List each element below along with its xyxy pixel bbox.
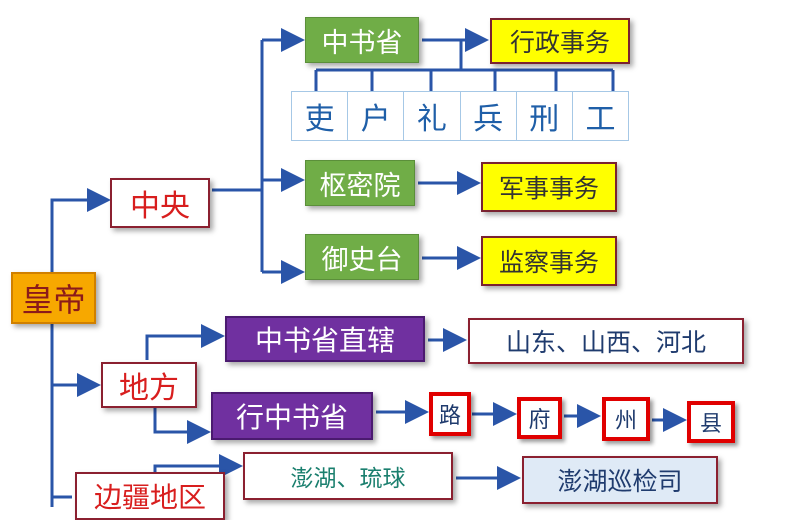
direct-regions-box: 山东、山西、河北 [468, 318, 744, 364]
supervision-affairs-box: 监察事务 [481, 236, 617, 286]
level-xian-box: 县 [687, 401, 735, 443]
direct-rule-box: 中书省直辖 [225, 316, 425, 362]
ministry-cell: 户 [348, 92, 405, 140]
local-box: 地方 [101, 362, 197, 408]
level-zhou-box: 州 [602, 397, 650, 441]
ministry-cell: 吏 [292, 92, 349, 140]
zhongshu-box: 中书省 [305, 17, 419, 63]
frontier-box: 边疆地区 [75, 472, 225, 520]
ministry-cell: 礼 [404, 92, 461, 140]
yushi-box: 御史台 [305, 234, 419, 280]
xing-zhongshu-box: 行中书省 [211, 392, 373, 440]
six-ministries-row: 吏 户 礼 兵 刑 工 [291, 91, 629, 141]
shumi-box: 枢密院 [305, 160, 415, 206]
level-lu-box: 路 [429, 392, 471, 436]
ministry-cell: 兵 [460, 92, 517, 140]
penghu-patrol-office-box: 澎湖巡检司 [522, 456, 718, 504]
level-fu-box: 府 [517, 397, 562, 439]
central-box: 中央 [110, 178, 210, 228]
military-affairs-box: 军事事务 [481, 162, 617, 212]
penghu-liuqiu-box: 澎湖、琉球 [243, 452, 453, 500]
admin-affairs-box: 行政事务 [490, 18, 630, 64]
emperor-box: 皇帝 [11, 272, 96, 324]
connector-lines [50, 28, 687, 507]
ministry-cell: 刑 [516, 92, 573, 140]
ministry-cell: 工 [572, 92, 629, 140]
